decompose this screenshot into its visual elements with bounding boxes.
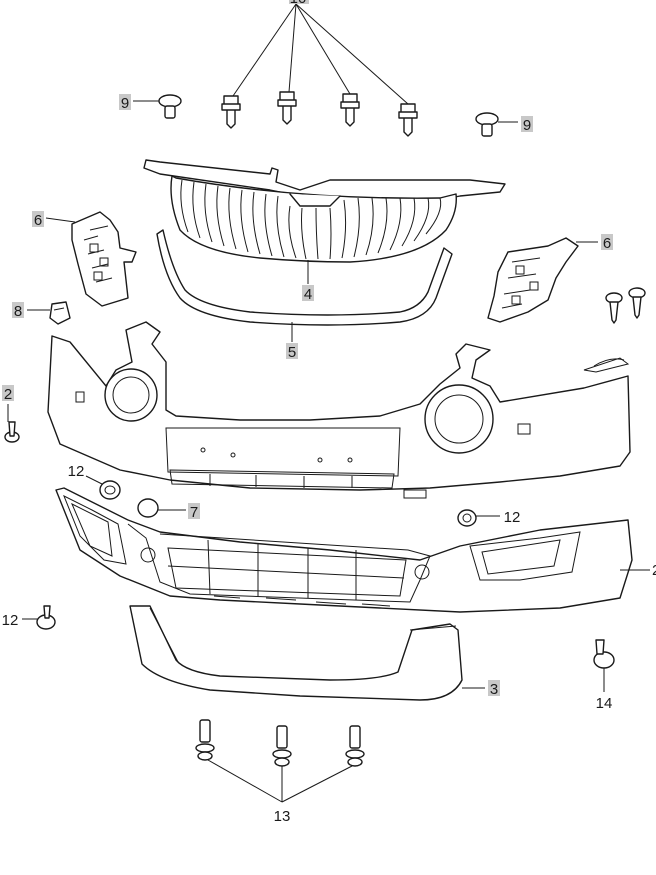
- rivet-9-left: [158, 94, 182, 119]
- callout-10: 10: [289, 0, 309, 7]
- bolt-13-c: [345, 725, 365, 767]
- bracket-6-left: [71, 211, 137, 307]
- bumper-cover-upper: [47, 321, 631, 499]
- svg-text:13: 13: [274, 808, 291, 825]
- callout-12-upper-left: 12: [68, 463, 85, 480]
- clip-10-a: [221, 95, 241, 129]
- screw-12-lower-left: [36, 605, 56, 630]
- cap-12-right: [457, 509, 477, 527]
- svg-text:6: 6: [603, 235, 611, 252]
- callout-9-right: 9: [521, 116, 533, 134]
- svg-text:4: 4: [304, 286, 312, 303]
- screw-right-b: [628, 287, 646, 319]
- svg-text:12: 12: [504, 509, 521, 526]
- callout-4: 4: [302, 285, 314, 303]
- clip-10-c: [340, 93, 360, 127]
- clip-group-10: [221, 91, 418, 137]
- clip-10-b: [277, 91, 297, 125]
- svg-text:7: 7: [190, 504, 198, 521]
- callout-14: 14: [596, 695, 613, 712]
- svg-text:12: 12: [2, 612, 19, 629]
- svg-text:6: 6: [34, 212, 42, 229]
- screw-2-left: [4, 421, 20, 443]
- callout-6-right: 6: [601, 234, 613, 252]
- leader-6-left: [45, 217, 76, 223]
- svg-text:10: 10: [290, 0, 307, 7]
- callout-12-lower-left: 12: [2, 612, 19, 629]
- radiator-grille: [143, 159, 506, 263]
- leaders-10: [232, 3, 409, 105]
- svg-text:2: 2: [4, 386, 12, 403]
- callout-12-right: 12: [504, 509, 521, 526]
- callout-3: 3: [488, 680, 500, 698]
- leaders-13: [207, 759, 353, 803]
- svg-text:5: 5: [288, 344, 296, 361]
- rivet-9-right: [475, 112, 499, 137]
- svg-text:3: 3: [490, 681, 498, 698]
- grille-trim-strip: [156, 229, 453, 326]
- svg-text:9: 9: [523, 117, 531, 134]
- callout-2-left: 2: [2, 385, 14, 403]
- svg-text:12: 12: [68, 463, 85, 480]
- callout-8: 8: [12, 302, 24, 320]
- callout-6-left: 6: [32, 211, 44, 229]
- cap-12-upper-left: [99, 480, 121, 500]
- callout-2-right: 2: [652, 562, 656, 579]
- clip-10-d: [398, 103, 418, 137]
- cap-7: [137, 498, 159, 518]
- screw-14: [593, 639, 615, 669]
- svg-text:14: 14: [596, 695, 613, 712]
- callout-9-left: 9: [119, 94, 131, 112]
- callout-7: 7: [188, 503, 200, 521]
- screw-right-a: [605, 292, 623, 324]
- bolt-13-a: [195, 719, 215, 761]
- svg-text:9: 9: [121, 95, 129, 112]
- spoiler-lip: [129, 605, 463, 701]
- bracket-6-right: [487, 237, 579, 323]
- bolt-13-b: [272, 725, 292, 767]
- leader-12-upper-left: [85, 475, 103, 485]
- callout-13: 13: [274, 808, 291, 825]
- bumper-cover-lower: [55, 487, 633, 613]
- svg-text:8: 8: [14, 303, 22, 320]
- svg-text:2: 2: [652, 562, 656, 579]
- callout-5: 5: [286, 343, 298, 361]
- clip-8: [49, 301, 71, 325]
